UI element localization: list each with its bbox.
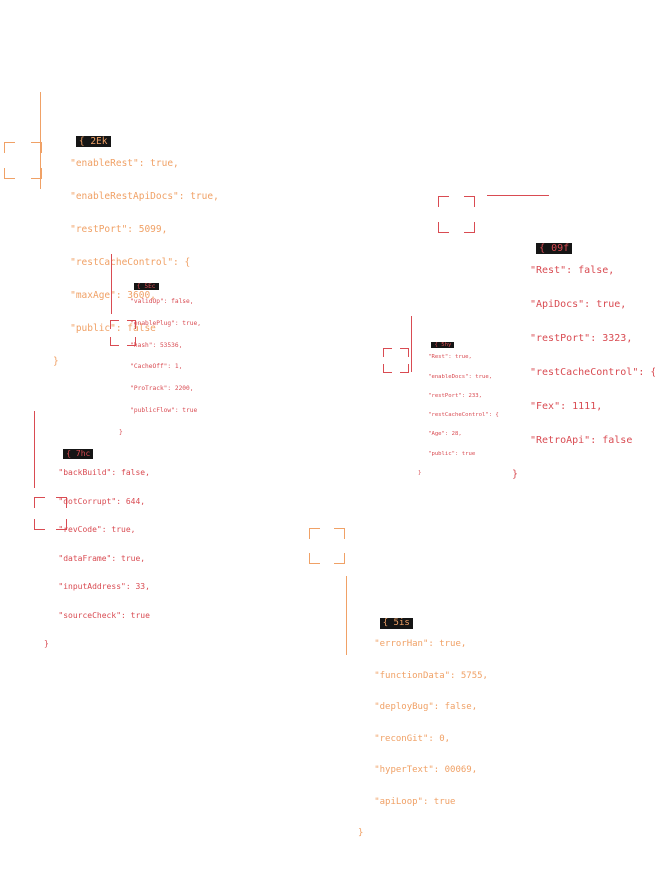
- code-line: "publicFlow": true: [130, 407, 198, 415]
- code-close-brace: }: [44, 639, 49, 648]
- code-line: "backBuild": false,: [58, 468, 150, 477]
- code-block-5ec: { 5Ec "validOp": false, "enablePlug": tr…: [111, 254, 201, 458]
- code-line: "CacheOff": 1,: [130, 363, 183, 371]
- code-line: "hyperText": 00069,: [374, 765, 478, 775]
- code-line: "hash": 53536,: [130, 341, 183, 349]
- code-line: "errorHan": true,: [374, 639, 467, 649]
- code-line: "dotCorrupt": 644,: [58, 496, 146, 506]
- code-tag: { 2Ek: [75, 136, 111, 147]
- code-line: "Rest": true,: [428, 354, 472, 361]
- code-line: "apiLoop": true: [374, 796, 456, 807]
- code-line: "maxAge": 3600,: [70, 290, 156, 301]
- code-block-09f: { 09f "Rest": false, "ApiDocs": true, "r…: [512, 209, 655, 514]
- code-close-brace: }: [512, 468, 519, 480]
- code-line: "reconGit": 0,: [374, 733, 451, 744]
- code-line: "restCacheControl": {: [70, 257, 191, 268]
- corner-frame: [110, 320, 136, 346]
- code-block-2ek: { 2Ek "enableRest": true, "enableRestApi…: [40, 92, 219, 400]
- code-line: "Fex": 1111,: [530, 401, 603, 413]
- code-line: "revCode": true,: [58, 525, 136, 534]
- code-close-brace: }: [119, 429, 123, 437]
- divider-line: [487, 195, 549, 196]
- corner-frame: [309, 528, 345, 564]
- code-line: "ProTrack": 2200,: [130, 385, 194, 393]
- code-line: "validOp": false,: [130, 297, 194, 305]
- code-tag: { 5hy: [431, 341, 455, 349]
- code-line: "RetroApi": false: [530, 434, 633, 446]
- code-tag: { 5Ec: [133, 283, 159, 291]
- code-line: "Age": 28,: [428, 431, 462, 438]
- code-close-brace: }: [358, 828, 364, 838]
- code-line: "restPort": 233,: [428, 392, 482, 399]
- code-line: "sourceCheck": true: [58, 610, 150, 620]
- code-close-brace: }: [53, 356, 59, 367]
- code-line: "Rest": false,: [530, 265, 615, 277]
- code-block-7hc: { 7hc "backBuild": false, "dotCorrupt": …: [34, 411, 150, 677]
- code-close-brace: }: [418, 469, 422, 476]
- code-block-5hy: { 5hy "Rest": true, "enableDocs": true, …: [411, 316, 499, 495]
- code-line: "restPort": 3323,: [530, 333, 633, 345]
- code-line: "restCacheControl": {: [530, 367, 655, 379]
- code-line: "public": false: [70, 323, 156, 334]
- code-tag: { 5is: [379, 618, 413, 629]
- corner-frame: [438, 196, 475, 233]
- code-line: "public": true: [428, 450, 476, 457]
- code-line: "enablePlug": true,: [130, 319, 201, 327]
- corner-frame: [4, 142, 42, 179]
- code-block-5is: { 5is "errorHan": true, "functionData": …: [346, 576, 488, 870]
- code-line: "restCacheControl": {: [428, 412, 499, 419]
- code-line: "dataFrame": true,: [58, 553, 146, 563]
- code-line: "restPort": 5099,: [70, 224, 168, 235]
- code-line: "ApiDocs": true,: [530, 299, 627, 311]
- code-tag: { 7hc: [63, 449, 94, 459]
- code-line: "deployBug": false,: [374, 702, 478, 712]
- code-line: "inputAddress": 33,: [58, 582, 150, 591]
- code-line: "enableDocs": true,: [428, 373, 493, 380]
- code-line: "functionData": 5755,: [374, 670, 488, 681]
- code-line: "enableRestApiDocs": true,: [70, 191, 219, 202]
- code-tag: { 09f: [536, 242, 573, 255]
- corner-frame: [34, 497, 67, 530]
- code-line: "enableRest": true,: [70, 158, 179, 169]
- corner-frame: [383, 348, 409, 373]
